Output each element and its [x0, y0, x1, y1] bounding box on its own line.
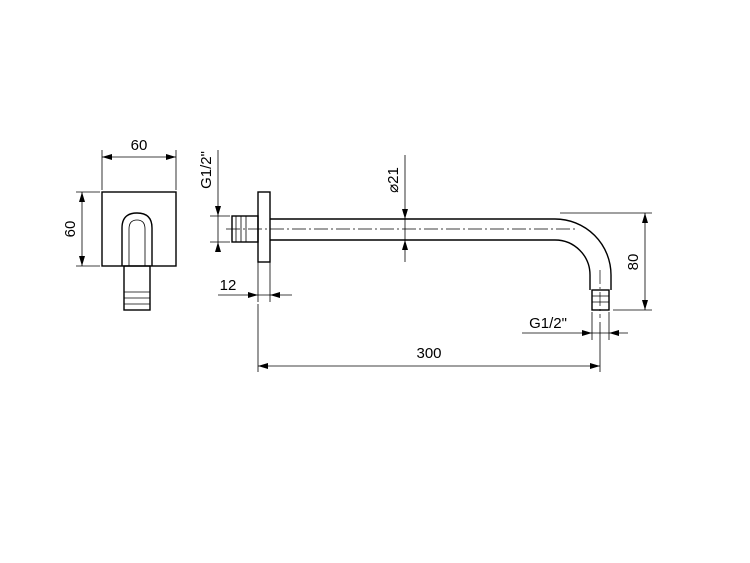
arrowhead [402, 209, 408, 219]
outlet-nipple [591, 289, 610, 311]
dim-label-outlet-drop: 80 [625, 254, 642, 271]
shower-arm [270, 218, 612, 290]
arrowhead [248, 292, 258, 298]
arrowhead [270, 292, 280, 298]
arrowhead [642, 300, 648, 310]
front-outlet-nipple [123, 265, 151, 311]
dim-label-flange-thickness: 12 [220, 277, 237, 294]
arrowhead [215, 206, 221, 216]
wall-flange [257, 191, 271, 263]
arrowhead [102, 154, 112, 160]
dim-label-front-width: 60 [131, 137, 148, 154]
arrowhead [402, 240, 408, 250]
arrowhead [79, 192, 85, 202]
arrowhead [590, 363, 600, 369]
arrowhead [609, 330, 619, 336]
dim-label-front-height: 60 [62, 221, 79, 238]
arrowhead [582, 330, 592, 336]
dim-label-outlet-thread: G1/2" [529, 315, 567, 332]
elbow-outline [121, 212, 153, 266]
arrowhead [258, 363, 268, 369]
dim-label-pipe-diameter: ⌀21 [385, 167, 402, 193]
shower-arm-bottom [270, 239, 591, 290]
elbow-inner [128, 219, 146, 266]
front-view: 60 60 [62, 137, 177, 311]
arrowhead [642, 213, 648, 223]
wall-plate [101, 191, 177, 267]
side-view: G1/2" ⌀21 12 80 G1/2" 300 [198, 150, 652, 372]
dim-label-arm-length: 300 [416, 345, 441, 362]
arrowhead [79, 256, 85, 266]
dim-label-inlet-thread: G1/2" [198, 151, 215, 189]
arrowhead [166, 154, 176, 160]
arrowhead [215, 242, 221, 252]
